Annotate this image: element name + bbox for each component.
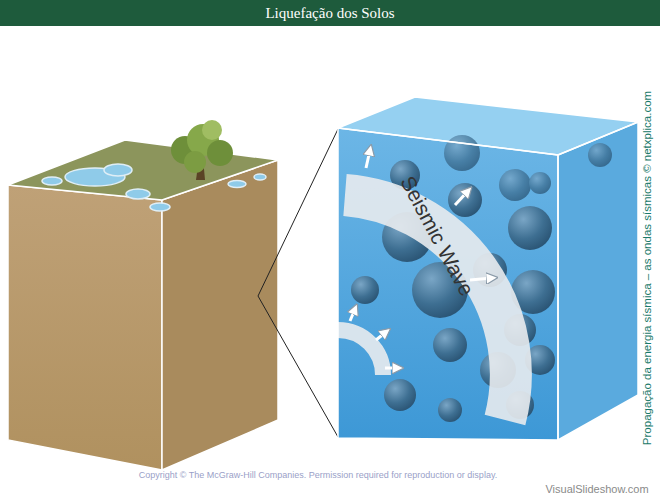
slide-title: Liquefação dos Solos	[0, 0, 660, 26]
saturated-soil-block	[338, 97, 638, 440]
source-note: Propagação da energia sísmica – as ondas…	[641, 91, 653, 445]
copyright-note: Copyright © The McGraw-Hill Companies. P…	[139, 470, 497, 480]
leader-line	[258, 129, 338, 296]
wave-arrows	[350, 150, 492, 368]
soil-block	[8, 120, 278, 470]
tree	[171, 120, 233, 180]
leader-line	[258, 296, 338, 437]
watermark: VisualSlideshow.com	[545, 483, 648, 495]
